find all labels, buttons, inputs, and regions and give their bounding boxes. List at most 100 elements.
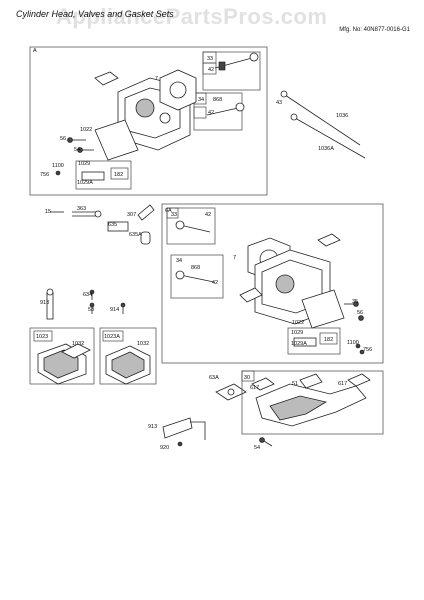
- plug-cap: [140, 231, 151, 245]
- push-rod: [284, 94, 361, 146]
- callout-label: 307: [127, 212, 136, 218]
- callout-label: 7: [233, 255, 236, 261]
- callout-label: 1100: [52, 163, 64, 169]
- manifold-channel: [269, 395, 328, 421]
- callout-box: [193, 106, 207, 119]
- callout-label: 1029A: [77, 180, 93, 186]
- callout-label: 1036A: [318, 146, 334, 152]
- callout-box: [166, 207, 179, 219]
- valve-head: [175, 270, 185, 280]
- cover-gasket: [94, 119, 139, 161]
- cover-gasket: [301, 289, 345, 329]
- gasket-bore: [169, 81, 187, 99]
- valve-head: [249, 52, 259, 62]
- callout-label: 635: [108, 222, 117, 228]
- valve-stem: [179, 274, 215, 283]
- screw-head: [89, 302, 95, 308]
- bolt-head: [358, 315, 364, 321]
- bolt-head: [259, 437, 265, 443]
- callout-label: 1023A: [104, 334, 120, 340]
- callout-label: 30: [244, 375, 250, 381]
- callout-label: 42: [212, 280, 218, 286]
- manifold-gasket: [299, 373, 323, 389]
- combustion-chamber: [135, 98, 155, 118]
- push-rod: [294, 117, 366, 159]
- callout-box: [202, 62, 217, 75]
- valve-stem: [206, 107, 239, 116]
- callout-label: 58: [88, 307, 94, 313]
- callout-label: 635A: [129, 232, 142, 238]
- callout-label: 913: [40, 300, 49, 306]
- manifold-gasket: [251, 377, 275, 391]
- callout-label: 42: [208, 67, 214, 73]
- bolt-head: [67, 137, 73, 143]
- callout-label: A: [33, 48, 37, 54]
- callout-box: [102, 330, 124, 342]
- valve-spring: [218, 61, 226, 71]
- callout-label: 54: [254, 445, 260, 451]
- callout-label: 634: [83, 292, 92, 298]
- valve-cover-top: [111, 351, 145, 379]
- sub-box-valve-spring: [166, 207, 216, 245]
- callout-label: 1023: [36, 334, 48, 340]
- section-6a-frame: [161, 203, 384, 364]
- callout-label: 756: [40, 172, 49, 178]
- callout-label: 51: [292, 381, 298, 387]
- callout-label: 1029: [291, 330, 303, 336]
- small-gasket: [239, 287, 263, 303]
- callout-label: 43: [276, 100, 282, 106]
- screw: [177, 441, 183, 447]
- sub-box-breather: [287, 327, 341, 355]
- sub-box-valve-exhaust: [170, 254, 224, 299]
- page-title: Cylinder Head, Valves and Gasket Sets: [16, 9, 174, 19]
- screw: [355, 343, 361, 349]
- screw: [359, 349, 365, 355]
- section-30-frame: [241, 370, 384, 435]
- small-gasket: [94, 71, 119, 86]
- dipstick-cap: [46, 288, 54, 296]
- callout-label: 1029A: [291, 341, 307, 347]
- callout-label: 1022: [292, 320, 304, 326]
- callout-label: 54: [74, 147, 80, 153]
- callout-box: [241, 370, 255, 382]
- callout-label: 33: [171, 212, 177, 218]
- callout-label: 182: [324, 337, 333, 343]
- small-gasket: [317, 233, 341, 247]
- callout-label: 363: [77, 206, 86, 212]
- callout-label: 33: [207, 56, 213, 62]
- tube: [72, 211, 98, 217]
- gasket-port: [227, 388, 235, 396]
- sub-box-valve-cover: [99, 327, 157, 385]
- callout-box: [110, 167, 129, 180]
- valve-stem: [179, 224, 211, 233]
- callout-label: 63A: [209, 375, 219, 381]
- callout-label: 617: [250, 385, 259, 391]
- spark-plug: [137, 204, 155, 221]
- push-rod-end: [280, 90, 288, 98]
- callout-box: [33, 330, 53, 342]
- spark-plug-boot: [107, 221, 129, 232]
- callout-label: 56: [357, 310, 363, 316]
- breather: [293, 337, 317, 347]
- callout-label: 868: [213, 97, 222, 103]
- bolt-head: [77, 147, 83, 153]
- callout-label: 1100: [347, 340, 359, 346]
- bolt: [263, 440, 273, 447]
- callout-label: 42: [205, 212, 211, 218]
- callout-label: 7: [155, 76, 158, 82]
- valve-head: [235, 102, 245, 112]
- spark-port: [159, 112, 171, 124]
- callout-label: 1032: [72, 341, 84, 347]
- valve-cover-top: [43, 349, 79, 379]
- screw: [55, 170, 61, 176]
- callout-box: [319, 332, 338, 345]
- bracket-arm: [190, 421, 206, 440]
- callout-label: 1036: [336, 113, 348, 119]
- section-a-frame: [29, 46, 268, 196]
- sub-box-breather: [75, 160, 132, 190]
- bracket: [162, 417, 193, 439]
- screw-head: [89, 289, 95, 295]
- callout-label: 1032: [137, 341, 149, 347]
